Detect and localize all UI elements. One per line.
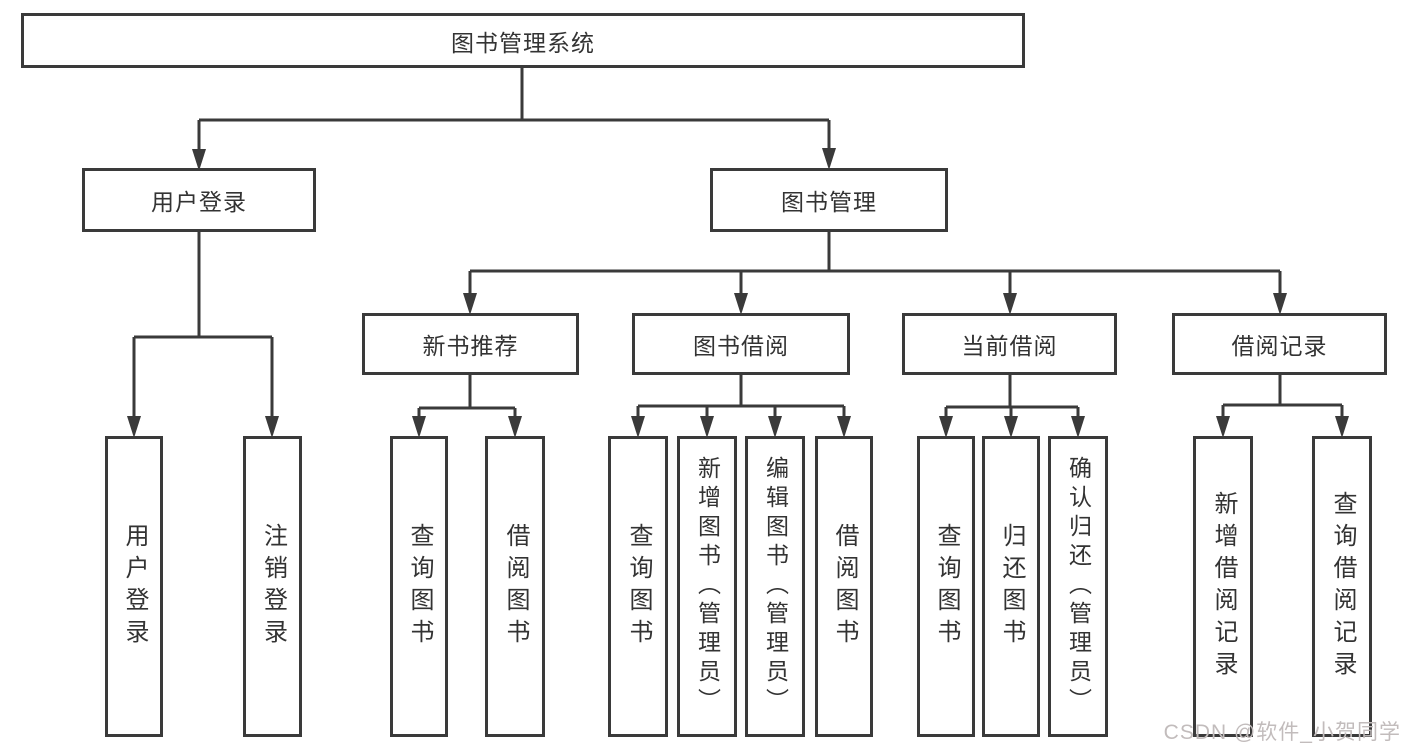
leaf-borrow-query-book: 查询图书 — [608, 436, 668, 737]
leaf-recommend-borrow-book: 借阅图书 — [485, 436, 545, 737]
leaf-user-login: 用户登录 — [105, 436, 163, 737]
node-borrow-record: 借阅记录 — [1172, 313, 1387, 375]
node-book-management: 图书管理 — [710, 168, 948, 232]
csdn-watermark: CSDN @软件_小贺同学 — [1163, 721, 1401, 744]
leaf-borrow-edit-book-admin: 编辑图书（管理员） — [745, 436, 805, 737]
leaf-borrow-borrow-book: 借阅图书 — [815, 436, 873, 737]
leaf-record-query-borrow-record: 查询借阅记录 — [1312, 436, 1372, 737]
node-user-login: 用户登录 — [82, 168, 316, 232]
node-library-management-system: 图书管理系统 — [21, 13, 1025, 68]
node-new-book-recommend: 新书推荐 — [362, 313, 579, 375]
leaf-record-add-borrow-record: 新增借阅记录 — [1193, 436, 1253, 737]
leaf-borrow-add-book-admin: 新增图书（管理员） — [677, 436, 737, 737]
leaf-recommend-query-book: 查询图书 — [390, 436, 448, 737]
node-book-borrow: 图书借阅 — [632, 313, 850, 375]
node-current-borrow: 当前借阅 — [902, 313, 1117, 375]
leaf-current-return-book: 归还图书 — [982, 436, 1040, 737]
leaf-current-query-book: 查询图书 — [917, 436, 975, 737]
leaf-current-confirm-return-admin: 确认归还（管理员） — [1048, 436, 1108, 737]
leaf-logout: 注销登录 — [243, 436, 302, 737]
